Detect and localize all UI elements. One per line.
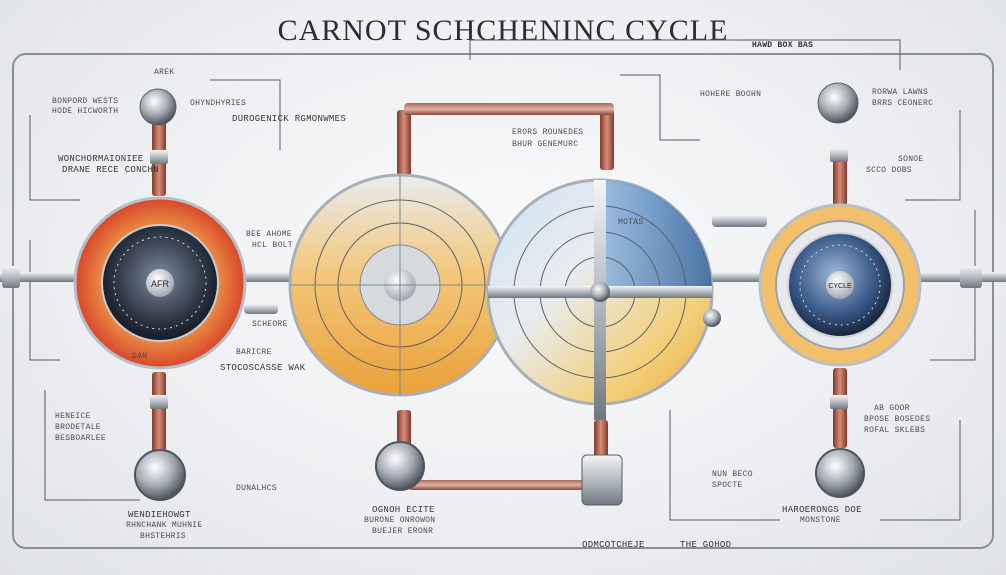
label-right-low-1: AB GOOR <box>874 404 910 413</box>
label-gauge-notes-2: HCL BOLT <box>252 241 293 250</box>
label-right-top-3: BRRS CEONERC <box>872 99 934 108</box>
label-gauge-notes-3: SCHEORE <box>252 320 288 329</box>
label-top-left-3: AREK <box>154 68 175 77</box>
diagram-frame <box>12 53 994 549</box>
label-center-sub-1: ERORS ROUNEDES <box>512 128 584 137</box>
diagram-title: CARNOT SCHCHENINC CYCLE <box>277 14 729 47</box>
label-right-mid-1: SONOE <box>898 155 924 164</box>
label-right-low-2: BPOSE BOSEDES <box>864 415 931 424</box>
label-footer-1: ODMCOTCHEJE <box>582 540 645 550</box>
label-right-low-5: SPOCTE <box>712 481 743 490</box>
valve-bottom-left <box>134 395 186 501</box>
label-bottom-left-3: BHSTEHRIS <box>140 532 186 541</box>
label-right-top-1: HOHERE BOOHN <box>700 90 762 99</box>
label-bottom-right-1: HAROERONGS DOE <box>782 505 862 515</box>
label-gauge-notes-1: BEE AHOME <box>246 230 292 239</box>
caption-top-right: HAWD BOX BAS <box>752 41 814 50</box>
label-center-small: MOTAS <box>618 218 644 227</box>
label-right-low-3: ROFAL SKLEBS <box>864 426 926 435</box>
label-top-left-4: OHYNDHYRIES <box>190 99 247 108</box>
valve-bottom-mid <box>581 454 623 506</box>
label-top-center: DUROGENICK RGMONWMES <box>232 114 347 124</box>
label-right-top-2: RORWA LAWNS <box>872 88 929 97</box>
valve-top-left <box>139 88 177 164</box>
label-left-list-4: DUNALHCS <box>236 484 277 493</box>
label-left-list-2: BRODETALE <box>55 423 101 432</box>
side-connector <box>244 215 767 327</box>
label-top-left-2: HODE HICWORTH <box>52 107 119 116</box>
label-left-list-1: HENEICE <box>55 412 91 421</box>
label-bottom-left-4: DAN <box>132 352 148 361</box>
label-right-low-4: NUN BECO <box>712 470 753 479</box>
label-left-list-3: BESBOARLEE <box>55 434 107 443</box>
label-mid-left-2: DRANE RECE CONCHN <box>62 165 159 175</box>
label-bottom-right-2: MONSTONE <box>800 516 841 525</box>
label-bottom-left-2: RHNCHANK MUHNIE <box>126 521 203 530</box>
valve-top-right <box>817 82 859 162</box>
label-center-low-1: BARICRE <box>236 348 272 357</box>
label-bottom-left-1: WENDIEHOWGT <box>128 510 191 520</box>
label-center-low-2: STOCOSCASSE WAK <box>220 363 306 373</box>
label-mid-left-1: WONCHORMAIONIEE <box>58 154 144 164</box>
label-center-sub-2: BHUR GENEMURC <box>512 140 579 149</box>
valve-bottom-center <box>375 441 425 491</box>
label-bottom-center-2: BURONE ONROWON <box>364 516 436 525</box>
right-hub-label: CYCLE <box>828 283 852 290</box>
valve-bottom-right <box>815 395 865 498</box>
label-bottom-center-1: OGNOH ECITE <box>372 505 435 515</box>
label-right-mid-2: SCCO DOBS <box>866 166 912 175</box>
label-footer-2: THE GOHOD <box>680 540 732 550</box>
left-hub-label: AFR <box>151 279 170 289</box>
label-bottom-center-3: BUEJER ERONR <box>372 527 434 536</box>
label-top-left-1: BONPORD WESTS <box>52 97 119 106</box>
